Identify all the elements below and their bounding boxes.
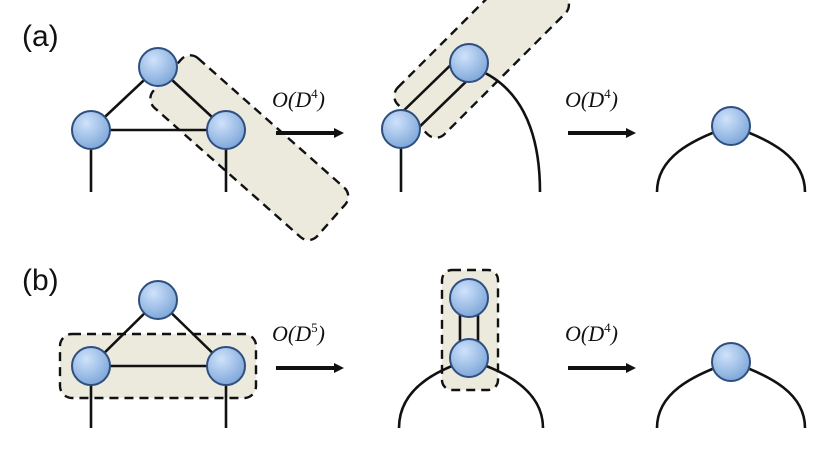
cost-label: O(D4) xyxy=(565,86,618,112)
tensor-node xyxy=(449,278,489,318)
tensor-node xyxy=(381,109,421,149)
panel-b-step-1: O(D5) xyxy=(272,320,344,373)
panel-a-label: (a) xyxy=(22,20,59,53)
tensor-node xyxy=(711,106,751,146)
cost-label: O(D5) xyxy=(272,320,325,346)
panel-b-network-1 xyxy=(58,280,258,428)
tensor-node xyxy=(71,346,111,386)
tensor-node xyxy=(71,110,111,150)
contraction-box xyxy=(149,54,350,242)
tensor-node xyxy=(449,43,489,83)
panel-a-network-1 xyxy=(71,47,350,242)
panel-b-step-2: O(D4) xyxy=(565,320,636,373)
tensor-node xyxy=(711,342,751,382)
tensor-node xyxy=(449,338,489,378)
cost-label: O(D4) xyxy=(272,86,325,112)
cost-label: O(D4) xyxy=(565,320,618,346)
tensor-node xyxy=(138,47,178,87)
panel-a-result xyxy=(655,106,807,193)
tensor-node xyxy=(138,280,178,320)
panel-b-network-2 xyxy=(397,268,545,429)
panel-a-network-2 xyxy=(381,0,571,193)
tensor-node xyxy=(206,346,246,386)
panel-b: (b) O(D5) xyxy=(22,264,807,429)
panel-a-step-1: O(D4) xyxy=(272,86,344,138)
panel-a-step-2: O(D4) xyxy=(565,86,636,138)
panel-b-result xyxy=(655,342,807,429)
panel-a: (a) O(D4) xyxy=(22,0,807,242)
panel-b-label: (b) xyxy=(22,264,59,297)
tensor-node xyxy=(206,110,246,150)
